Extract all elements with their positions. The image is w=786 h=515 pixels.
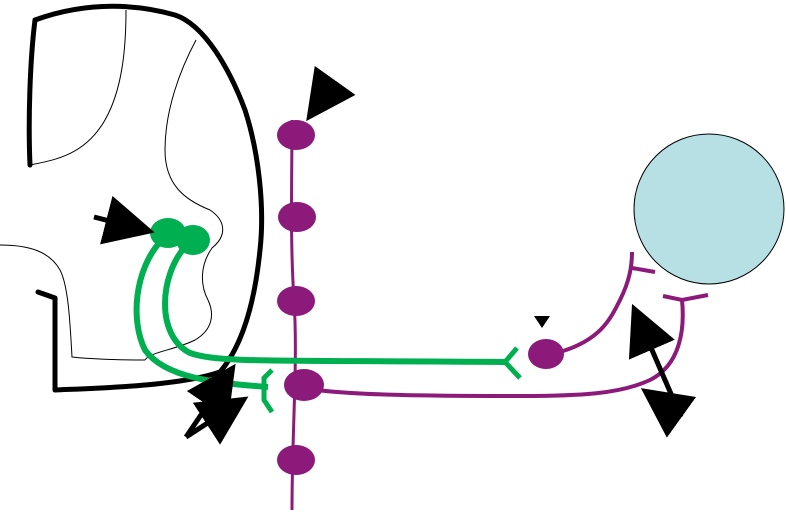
- terminal-peripheral: [501, 346, 522, 380]
- arrow-preganglionic-cell: [93, 195, 155, 245]
- postganglionic-terminal-2: [631, 266, 656, 274]
- spinal-cord-left-edge: [26, 17, 38, 168]
- terminal-chain: [261, 368, 275, 414]
- spinal-cord-section: [0, 3, 265, 393]
- spinal-cord-outline: [32, 3, 265, 393]
- peripheral-ganglion-cell: [528, 339, 564, 369]
- sympathetic-chain: [277, 119, 324, 511]
- gray-matter-line-3: [0, 244, 146, 361]
- postganglionic-pathways: [304, 251, 709, 399]
- arrow-chain-ganglion: [306, 65, 356, 122]
- chain-ganglion-4: [284, 369, 324, 401]
- preganglionic-cell-body-2: [176, 225, 210, 255]
- gray-matter-line-2: [144, 39, 224, 361]
- indicator-arrows: [93, 65, 697, 445]
- chain-ganglion-2: [278, 202, 316, 232]
- target-organ: [633, 133, 785, 285]
- gray-matter-line-1: [29, 9, 127, 166]
- preganglionic-pathways: [133, 218, 522, 414]
- chain-ganglion-5: [277, 445, 315, 475]
- postganglionic-fiber-chain: [304, 299, 685, 399]
- arrow-postganglionic-fiber-2: [640, 388, 697, 438]
- triangle-marker-icon: [534, 316, 550, 328]
- postganglionic-terminal-1: [662, 293, 709, 303]
- chain-ganglion-1: [277, 120, 315, 150]
- preganglionic-fiber-upper: [162, 245, 506, 365]
- chain-ganglion-3: [277, 286, 315, 316]
- arrow-preganglionic-fiber-2: [184, 396, 249, 445]
- postganglionic-fiber-peripheral: [559, 251, 634, 354]
